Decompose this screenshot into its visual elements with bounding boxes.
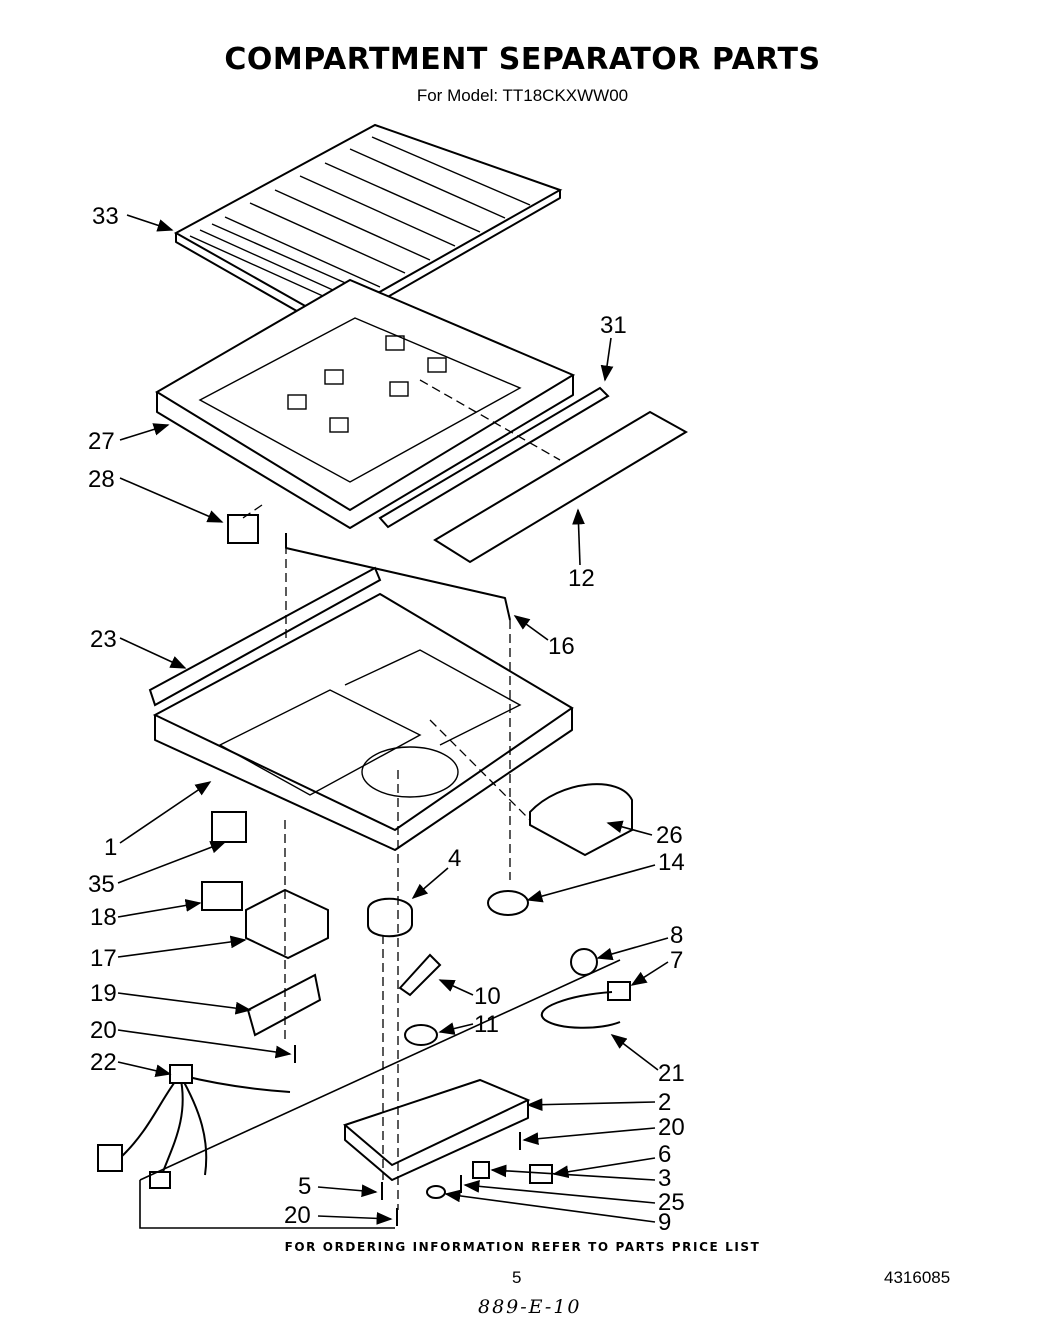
label-part-17: 17 [90,945,117,972]
part-3 [472,1161,490,1179]
part-9 [426,1185,446,1199]
divider-line [139,959,621,1181]
label-part-31: 31 [600,312,627,339]
bulb-part-8 [570,948,598,976]
label-part-7: 7 [670,947,683,974]
strip-part-31 [378,386,610,529]
ordering-info-note: FOR ORDERING INFORMATION REFER TO PARTS … [284,1240,761,1254]
clip-part-35 [211,811,247,843]
label-part-9: 9 [658,1209,671,1236]
label-part-20-a: 20 [90,1017,117,1044]
page-title: COMPARTMENT SEPARATOR PARTS [224,42,821,77]
separator-part-1 [152,592,574,851]
document-number: 4316085 [884,1268,951,1287]
control-part-19 [246,973,322,1037]
label-part-12: 12 [568,565,595,592]
label-part-5: 5 [298,1173,311,1200]
bracket-part-10 [398,953,442,997]
label-part-20-c: 20 [284,1202,311,1229]
label-part-20-b: 20 [658,1114,685,1141]
label-part-18: 18 [90,904,117,931]
label-part-8: 8 [670,922,683,949]
socket-part-7 [607,981,631,1001]
label-part-3: 3 [658,1165,671,1192]
trim-part-23 [148,566,382,707]
label-part-21: 21 [658,1060,685,1087]
label-part-35: 35 [88,871,115,898]
label-part-33: 33 [92,203,119,230]
label-part-4: 4 [448,845,461,872]
label-part-10: 10 [474,983,501,1010]
label-part-23: 23 [90,626,117,653]
label-part-6: 6 [658,1141,671,1168]
label-part-2: 2 [658,1089,671,1116]
tray-part-27 [155,278,576,529]
grommet-part-14 [487,890,529,916]
knob-part-11 [404,1024,438,1046]
wire-part-16 [285,533,511,621]
label-part-22: 22 [90,1049,117,1076]
label-part-28: 28 [88,466,115,493]
label-part-1: 1 [104,834,117,861]
housing-part-17 [245,888,329,960]
label-part-26: 26 [656,822,683,849]
assembly-lines [239,379,561,1210]
screws [294,1045,521,1226]
label-part-14: 14 [658,849,685,876]
label-part-19: 19 [90,980,117,1007]
wire-part-21 [540,991,621,1029]
insulation-part-26 [529,783,633,857]
harness-part-22 [97,1064,291,1189]
label-part-25: 25 [658,1189,685,1216]
shelf-grille-part-33 [173,123,563,331]
pan-part-2 [343,1078,531,1181]
damper-part-4 [367,897,413,938]
block-part-28 [227,514,259,544]
rail-part-12 [433,410,688,564]
label-part-11: 11 [474,1011,499,1038]
page-number: 5 [512,1268,522,1287]
label-part-16: 16 [548,633,575,660]
bezel-part-18 [201,881,243,911]
label-part-27: 27 [88,428,115,455]
harness-pointer [139,1180,395,1229]
leader-lines [117,214,669,1225]
handwritten-note: 889-E-10 [478,1296,582,1318]
model-subtitle: For Model: TT18CKXWW00 [416,86,629,105]
